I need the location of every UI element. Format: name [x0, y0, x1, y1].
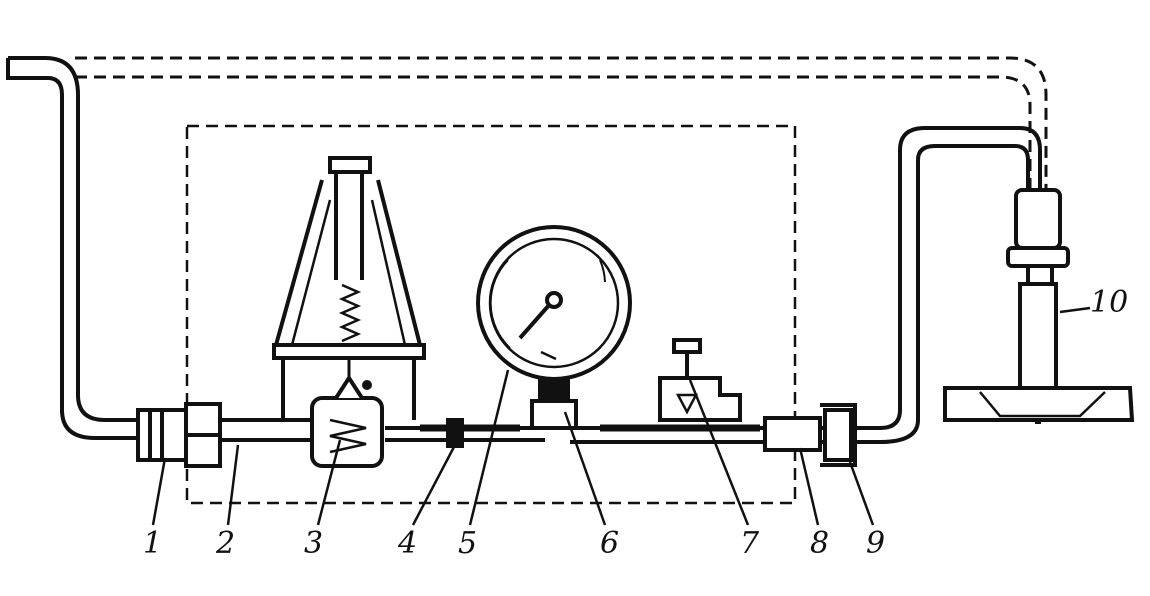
- label-5: 5: [458, 526, 477, 561]
- nozzle-assembly: [943, 188, 1135, 424]
- shutoff-valve: [658, 338, 742, 422]
- label-6: 6: [600, 526, 619, 561]
- label-8: 8: [810, 526, 829, 561]
- inlet-coupling: [136, 402, 222, 468]
- enclosure-dashed-box: [185, 124, 797, 505]
- pressure-gauge: [476, 225, 632, 381]
- left-pipe: [6, 56, 140, 440]
- label-2: 2: [215, 526, 235, 561]
- leader-lines: [151, 306, 1091, 526]
- label-7: 7: [740, 526, 760, 561]
- label-1: 1: [143, 526, 162, 561]
- gauge-tee: [530, 377, 578, 430]
- label-9: 9: [866, 526, 885, 561]
- label-4: 4: [397, 526, 417, 561]
- outlet-union: [763, 403, 857, 467]
- reducing-valve: [272, 156, 426, 468]
- dashed-return-line: [75, 56, 1048, 190]
- label-3: 3: [304, 526, 323, 561]
- label-10: 10: [1090, 285, 1128, 320]
- check-fitting: [446, 418, 464, 448]
- right-pipe: [879, 126, 1042, 444]
